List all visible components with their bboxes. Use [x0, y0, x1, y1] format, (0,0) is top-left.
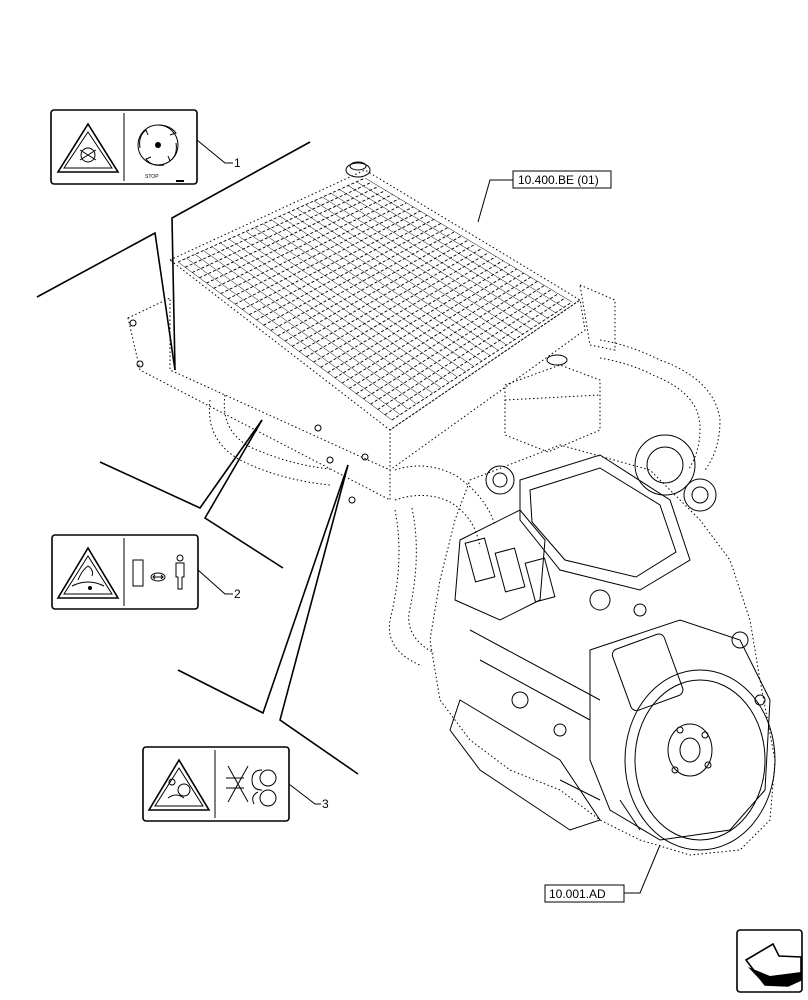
radiator-fin-column [186, 257, 401, 415]
radiator-fin-column [211, 246, 425, 399]
radiator-fin-column [356, 181, 564, 308]
radiator-fin-column [313, 200, 524, 335]
radiator-fin-column [296, 208, 507, 346]
entanglement-warning-triangle-icon [147, 758, 211, 811]
hot-fluid-warning-triangle-icon [56, 546, 120, 599]
radiator-reference-label[interactable]: 10.400.BE (01) [518, 173, 599, 187]
radiator-fin-row [234, 210, 421, 305]
radiator-fin-row [206, 194, 393, 284]
radiator-fin-column [322, 196, 532, 330]
engine-reference-label[interactable]: 10.001.AD [549, 887, 606, 901]
radiator-fin-column [177, 261, 393, 421]
radiator-reference[interactable]: 10.400.BE (01) [477, 170, 612, 223]
keep-distance-icon [132, 554, 185, 590]
radiator-fin-column [254, 227, 466, 372]
radiator-fin-column [339, 189, 548, 319]
radiator-assembly [127, 161, 616, 504]
next-page-arrow-icon[interactable] [736, 929, 803, 993]
radiator-fin-column [220, 242, 434, 394]
radiator-fin-row [227, 206, 414, 300]
leader-lines [36, 141, 359, 775]
callout-1-number: 1 [234, 156, 241, 170]
radiator-fin-column [347, 185, 556, 313]
no-hands-near-belt-icon [226, 765, 277, 807]
radiator-fin-column [271, 219, 483, 362]
radiator-fin-column [279, 215, 491, 356]
radiator-fin-row [220, 202, 407, 295]
callout-2-number: 2 [234, 587, 241, 601]
decal-1-stop-text: STOP [145, 174, 159, 180]
radiator-fin-column [228, 238, 442, 389]
decal-2: 2 [51, 534, 241, 610]
engine-reference[interactable]: 10.001.AD [544, 844, 661, 903]
radiator-fin-row [241, 214, 428, 310]
radiator-fin-column [237, 235, 450, 383]
radiator-fin-column [262, 223, 474, 367]
warning-triangle-icon [56, 122, 120, 173]
radiator-fin-column [364, 177, 573, 303]
radiator-fin-column [194, 254, 409, 410]
decal-1: STOP 1 [50, 109, 241, 185]
callout-3-number: 3 [322, 797, 329, 811]
rotating-fan-icon [137, 124, 179, 166]
radiator-fin-column [245, 231, 458, 378]
coolant-hoses [388, 339, 721, 666]
radiator-fin-column [203, 250, 417, 405]
engine-assembly [429, 434, 776, 856]
expansion-tank [504, 354, 601, 453]
radiator-fin-column [288, 212, 499, 351]
radiator-fins [177, 177, 573, 421]
decal-3: 3 [142, 746, 329, 822]
radiator-fin-row [213, 198, 400, 289]
radiator-fin-column [330, 193, 540, 324]
radiator-fin-column [305, 204, 515, 340]
